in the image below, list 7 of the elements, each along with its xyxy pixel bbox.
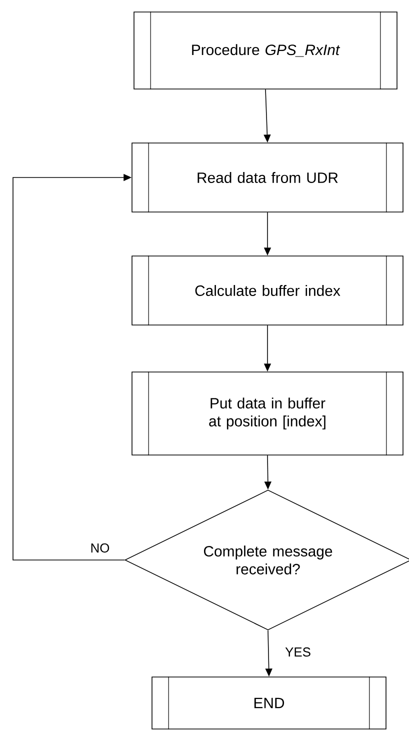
process-box: END [152,676,386,730]
process-box: Read data from UDR [132,142,404,213]
process-box: Calculate buffer index [132,255,404,326]
edge-label: NO [89,542,111,554]
edge-label: YES [284,646,312,658]
process-box: Procedure GPS_RxInt [134,11,398,90]
process-box: Put data in buffer at position [index] [132,371,404,456]
